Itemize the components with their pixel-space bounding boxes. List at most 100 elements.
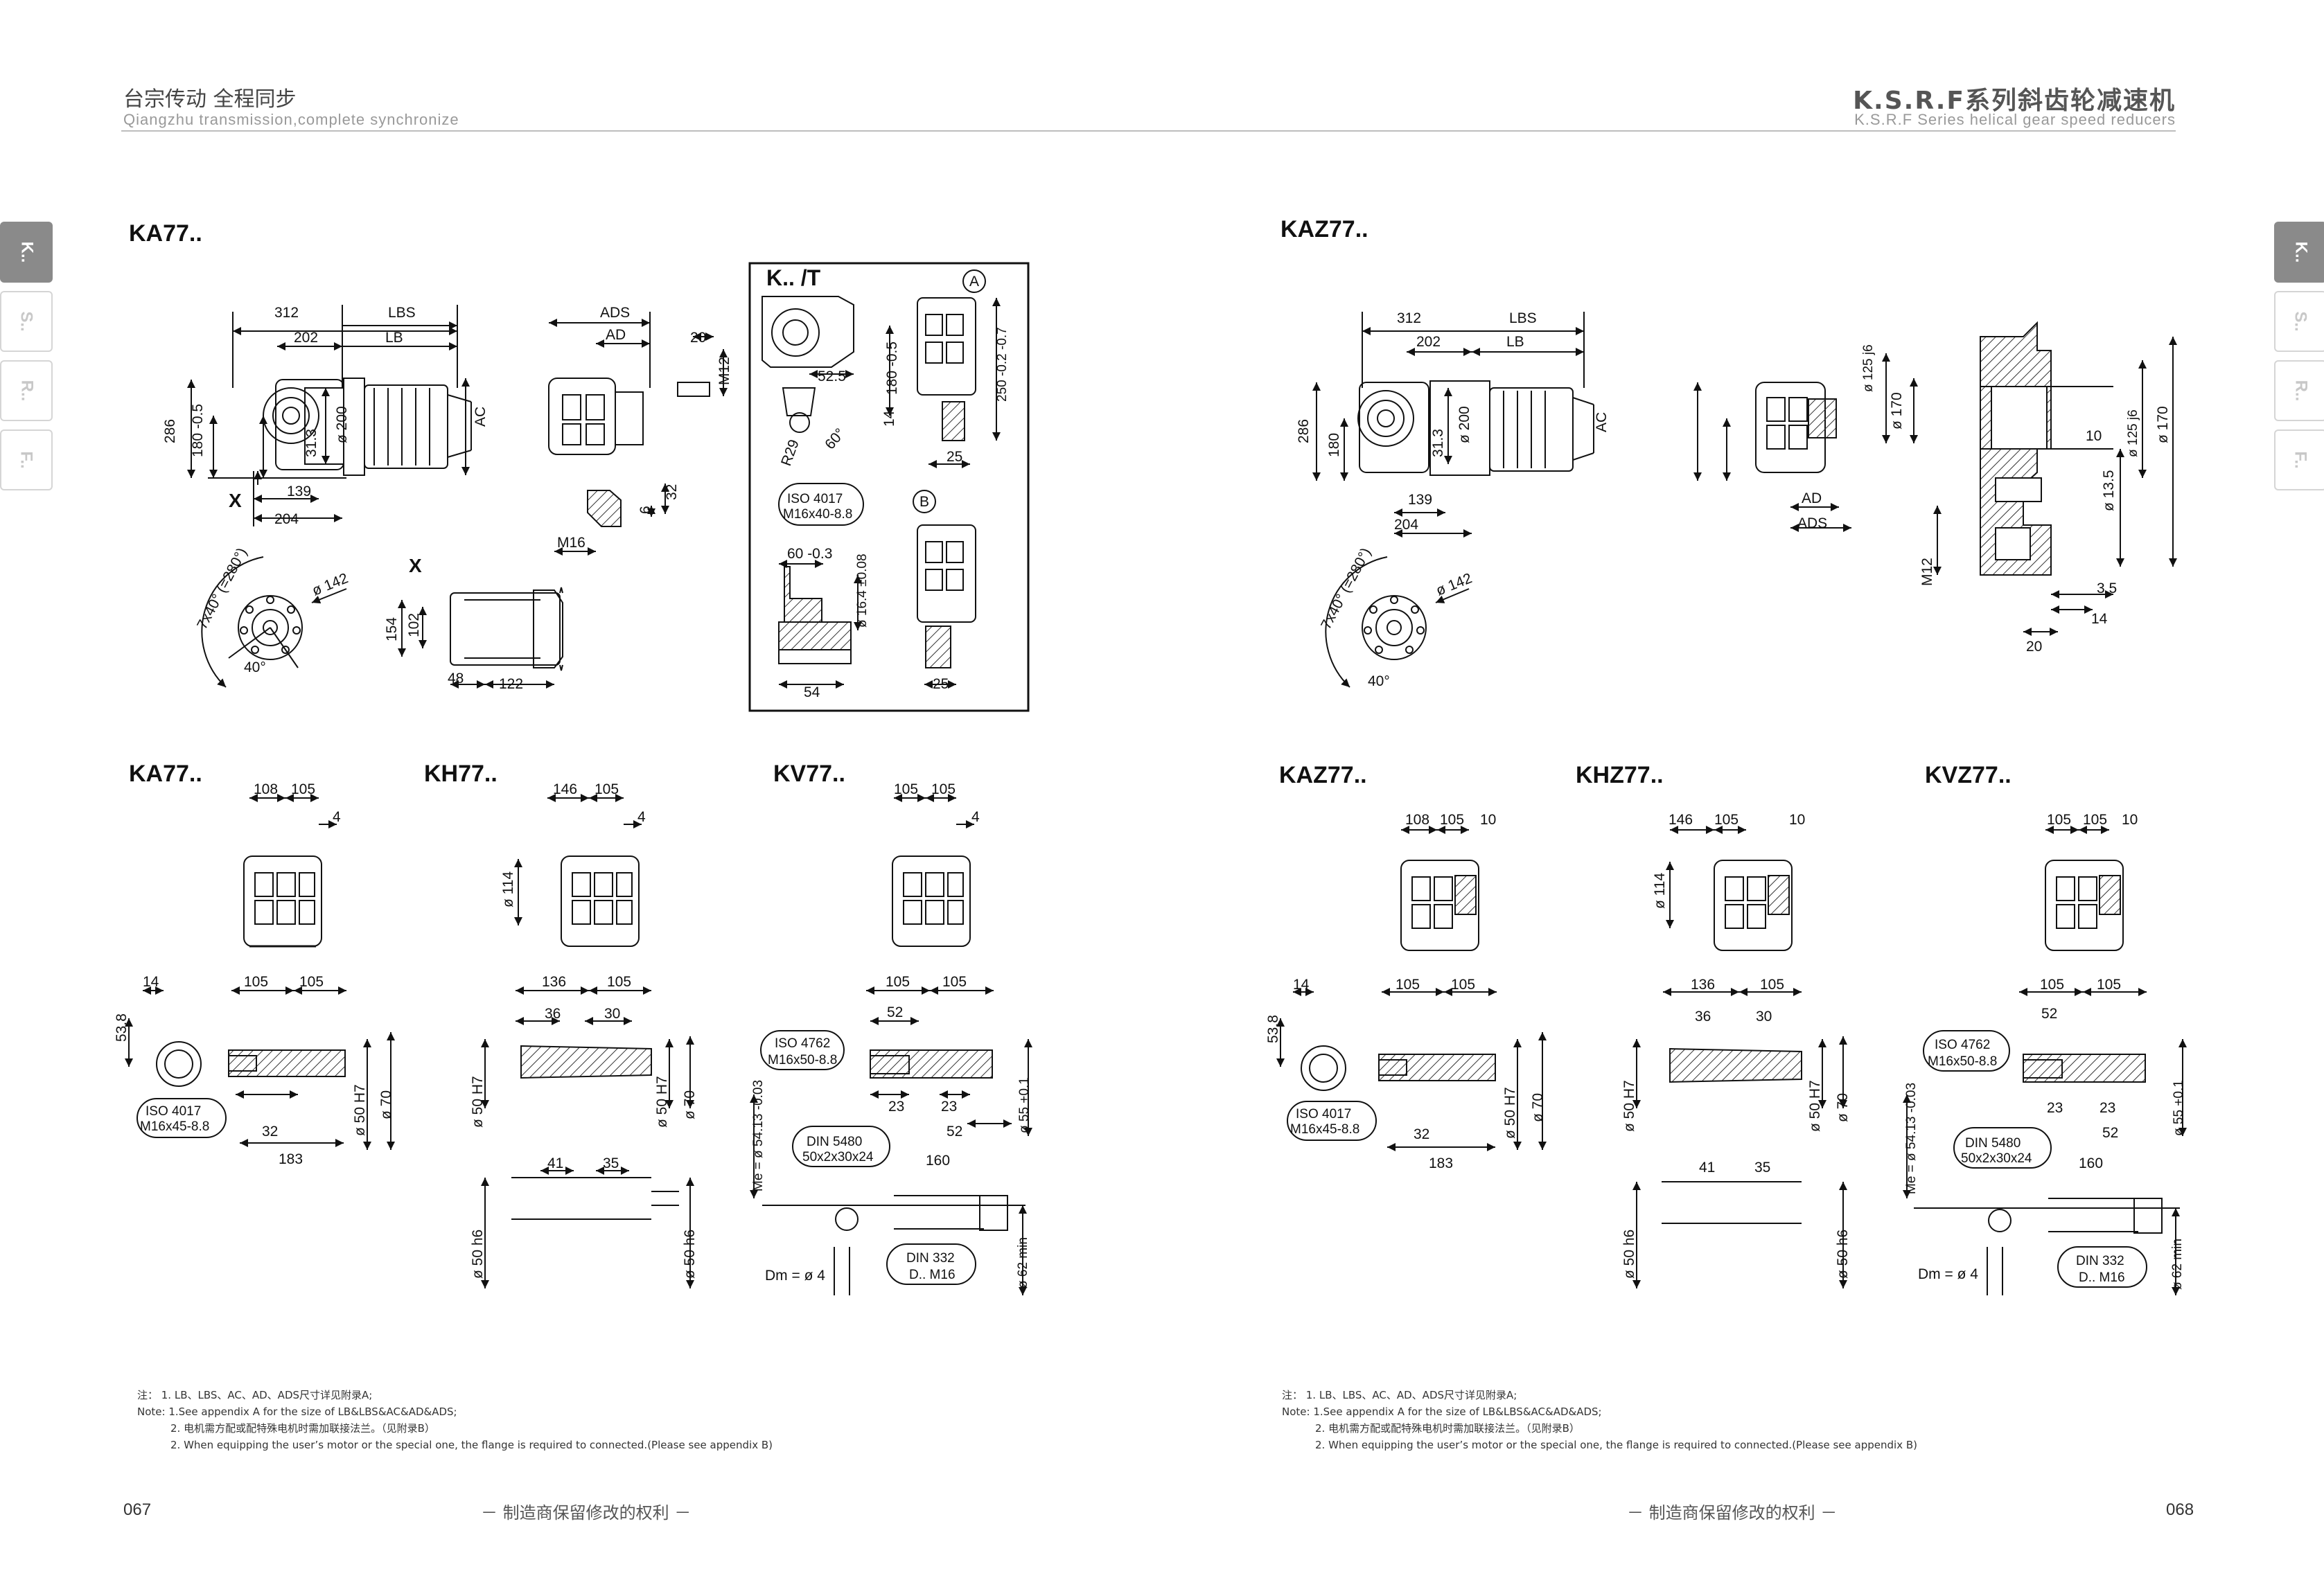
note-line: 2. When equipping the user’s motor or th… bbox=[170, 1439, 773, 1451]
kaz-iso: ISO 4017 bbox=[1296, 1107, 1351, 1121]
kvz77-bottom-top bbox=[2045, 826, 2124, 951]
kh-50a: ø 50 H7 bbox=[470, 1076, 486, 1128]
kh-4: 4 bbox=[637, 809, 646, 825]
kvz-52b: 52 bbox=[2102, 1125, 2118, 1141]
dim-204: 204 bbox=[274, 511, 299, 527]
dim-122: 122 bbox=[499, 676, 523, 692]
dim-312: 312 bbox=[274, 305, 299, 321]
khz-136: 136 bbox=[1691, 977, 1715, 993]
tab-k-left[interactable]: K.. bbox=[0, 222, 53, 283]
kt-52: 52.5 bbox=[818, 369, 846, 384]
model-label-ka77-top: KA77.. bbox=[129, 220, 202, 247]
khz-70: ø 70 bbox=[1835, 1093, 1851, 1122]
kaz-14: 14 bbox=[1293, 977, 1310, 993]
kh-35: 35 bbox=[603, 1155, 619, 1171]
kv-23b: 23 bbox=[941, 1099, 957, 1115]
ka77-bottom-top bbox=[243, 794, 337, 948]
kvz-160: 160 bbox=[2079, 1155, 2103, 1171]
tab-f-left[interactable]: F.. bbox=[0, 429, 53, 490]
ka77-flange-view bbox=[201, 556, 347, 688]
dim-32: 32 bbox=[664, 484, 680, 500]
kvz-23a: 23 bbox=[2047, 1100, 2063, 1116]
ka-32: 32 bbox=[262, 1124, 278, 1140]
dim-lb: LB bbox=[385, 330, 403, 346]
kvz-105b: 105 bbox=[2083, 812, 2107, 828]
kt-title: K.. /T bbox=[766, 265, 821, 290]
kh-70: ø 70 bbox=[682, 1090, 698, 1119]
kv77-hollow-shaft bbox=[750, 986, 1032, 1295]
dim-ads: ADS bbox=[600, 305, 630, 321]
dim-ac: AC bbox=[473, 407, 488, 427]
dim-31: 31.3 bbox=[303, 429, 319, 457]
header-brand-cn: 台宗传动 全程同步 bbox=[123, 87, 297, 112]
model-label-kvz77: KVZ77.. bbox=[1925, 762, 2012, 788]
kv-23a: 23 bbox=[888, 1099, 904, 1115]
det-m12: M12 bbox=[1919, 558, 1935, 586]
dim-m12: M12 bbox=[716, 357, 732, 385]
kvz-me: Me = ø 54.13 -0.03 bbox=[1904, 1083, 1919, 1194]
kv-105b: 105 bbox=[931, 781, 956, 797]
det-170: ø 170 bbox=[2155, 406, 2171, 443]
view-x-label: X bbox=[229, 490, 242, 511]
kv-4: 4 bbox=[971, 809, 980, 825]
det-13: ø 13.5 bbox=[2101, 470, 2117, 511]
khz-50a: ø 50 H7 bbox=[1621, 1080, 1637, 1132]
khz-36: 36 bbox=[1695, 1009, 1711, 1025]
kvz-bolt: M16x50-8.8 bbox=[1928, 1054, 1997, 1069]
tab-r-right[interactable]: R.. bbox=[2274, 360, 2324, 421]
khz-114: ø 114 bbox=[1652, 873, 1668, 909]
rights-reserved-left: － 制造商保留修改的权利 － bbox=[481, 1503, 692, 1523]
page-number-left: 067 bbox=[123, 1500, 152, 1519]
dim-154: 154 bbox=[384, 617, 400, 641]
kt-iso: ISO 4017 bbox=[787, 492, 843, 506]
khz-50d: ø 50 h6 bbox=[1835, 1230, 1851, 1279]
det-35: 3.5 bbox=[2097, 580, 2117, 596]
tab-s-left[interactable]: S.. bbox=[0, 291, 53, 352]
note-line: 注： 1. LB、LBS、AC、AD、ADS尺寸详见附录A; bbox=[1282, 1389, 1517, 1401]
kaz-108: 108 bbox=[1405, 812, 1429, 828]
kvz-105a: 105 bbox=[2047, 812, 2071, 828]
kt-b-label: B bbox=[919, 494, 929, 510]
kaz-70: ø 70 bbox=[1530, 1093, 1546, 1122]
kaz77-hollow-shaft bbox=[1276, 988, 1547, 1151]
dim-angle: 7x40° (=280°) bbox=[194, 545, 250, 632]
kt-bolt: M16x40-8.8 bbox=[783, 507, 852, 522]
kv-iso: ISO 4762 bbox=[775, 1036, 830, 1051]
model-label-kv77: KV77.. bbox=[773, 761, 845, 787]
kv-din2b: D.. M16 bbox=[909, 1268, 956, 1282]
note-line: 注： 1. LB、LBS、AC、AD、ADS尺寸详见附录A; bbox=[137, 1389, 373, 1401]
model-label-kh77: KH77.. bbox=[424, 761, 498, 787]
kh-50d: ø 50 h6 bbox=[682, 1230, 698, 1279]
tab-s-right[interactable]: S.. bbox=[2274, 291, 2324, 352]
header-divider bbox=[121, 130, 2176, 132]
note-line: Note: 1.See appendix A for the size of L… bbox=[1282, 1406, 1602, 1418]
det-20: 20 bbox=[2026, 639, 2042, 655]
tab-r-left[interactable]: R.. bbox=[0, 360, 53, 421]
kaz-lb: LB bbox=[1506, 334, 1524, 350]
tab-k-right[interactable]: K.. bbox=[2274, 222, 2324, 283]
dim-ad: AD bbox=[606, 327, 626, 343]
kaz-ac: AC bbox=[1594, 412, 1610, 432]
kt-250: 250 -0.2 -0.7 bbox=[995, 327, 1010, 402]
dim-6: 6 bbox=[637, 506, 653, 514]
kvz-din2b: D.. M16 bbox=[2079, 1270, 2125, 1285]
kv-bolt: M16x50-8.8 bbox=[768, 1053, 837, 1067]
kaz-286: 286 bbox=[1296, 419, 1312, 443]
ka-53: 53.8 bbox=[114, 1013, 130, 1042]
dim-lbs: LBS bbox=[388, 305, 416, 321]
note-line: 2. 电机需方配或配特殊电机时需加联接法兰。（见附录B） bbox=[1315, 1422, 1580, 1435]
ka-bolt: M16x45-8.8 bbox=[140, 1119, 209, 1134]
kaz-105: 105 bbox=[1440, 812, 1464, 828]
ka-4: 4 bbox=[333, 809, 341, 825]
kvz-din1: DIN 5480 bbox=[1965, 1136, 2021, 1151]
kt-16: ø 16.4 ±0.08 bbox=[855, 553, 870, 628]
kh-41: 41 bbox=[547, 1155, 563, 1171]
tab-f-right[interactable]: F.. bbox=[2274, 429, 2324, 490]
kv-din2: DIN 332 bbox=[906, 1251, 955, 1266]
ka-105a: 105 bbox=[244, 974, 268, 990]
dim-102: 102 bbox=[406, 613, 422, 637]
kv-dm: Dm = ø 4 bbox=[765, 1268, 825, 1284]
kh-146: 146 bbox=[553, 781, 577, 797]
kaz-200: ø 200 bbox=[1456, 406, 1472, 443]
dim-20: 20 bbox=[690, 330, 706, 346]
